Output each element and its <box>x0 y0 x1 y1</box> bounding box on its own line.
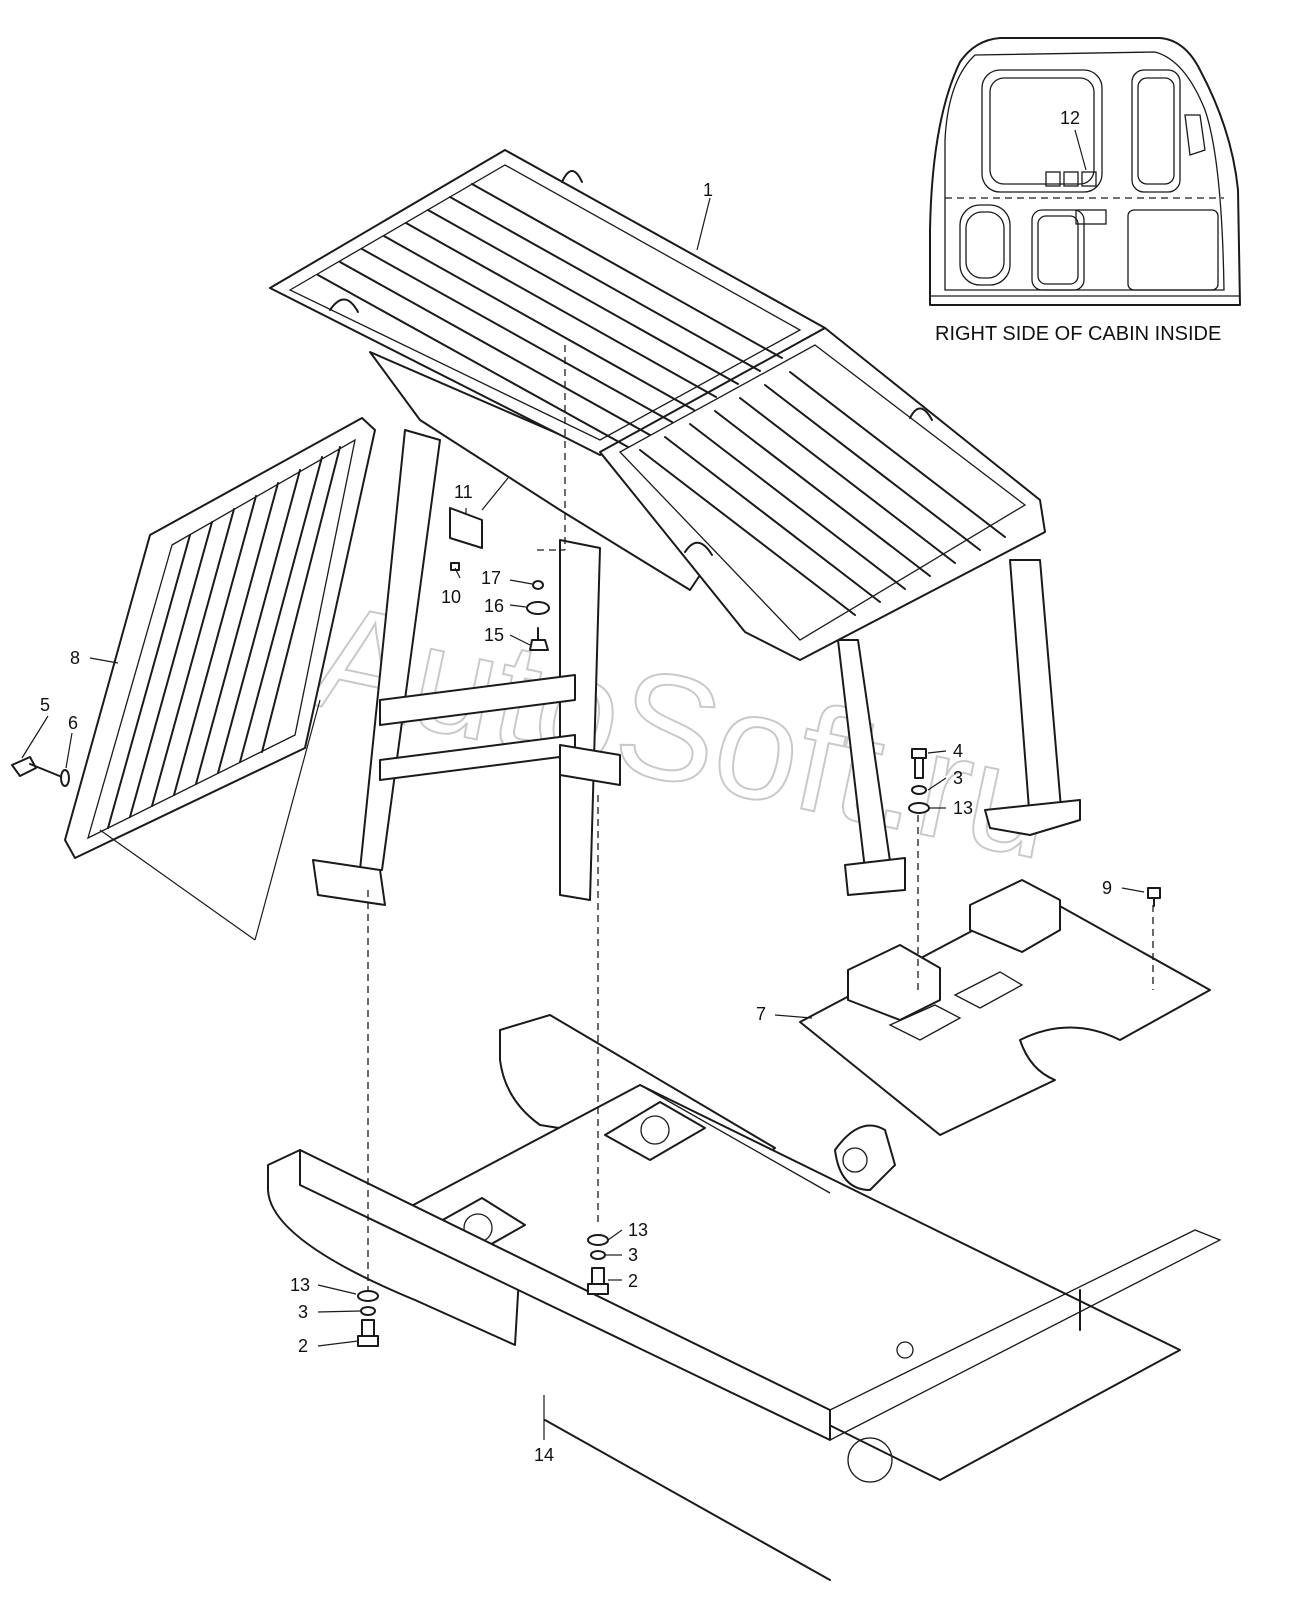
guard-structure <box>269 149 1081 906</box>
callout-15: 15 <box>484 625 504 645</box>
callout-13-right: 13 <box>953 798 973 818</box>
inset-caption: RIGHT SIDE OF CABIN INSIDE <box>935 323 1221 345</box>
callout-6: 6 <box>68 713 78 733</box>
callout-1: 1 <box>703 180 713 200</box>
callout-3-left: 3 <box>298 1302 308 1322</box>
callout-16: 16 <box>484 596 504 616</box>
callout-8: 8 <box>70 648 80 668</box>
callout-13-center: 13 <box>628 1220 648 1240</box>
cover-plate <box>449 507 483 549</box>
sub-frame <box>267 1014 1222 1581</box>
canopy-bars <box>317 183 1006 616</box>
callout-3-right: 3 <box>953 768 963 788</box>
callout-10: 10 <box>441 587 461 607</box>
callout-13-left: 13 <box>290 1275 310 1295</box>
mounting-plate <box>799 879 1211 1136</box>
leader-lines <box>21 197 1145 1440</box>
callout-5: 5 <box>40 695 50 715</box>
side-grille <box>11 417 376 941</box>
alignment-lines <box>367 345 1154 1300</box>
callout-11: 11 <box>454 482 473 502</box>
callout-12: 12 <box>1060 108 1080 128</box>
cabin-inset: 12 RIGHT SIDE OF CABIN INSIDE <box>929 37 1241 345</box>
callout-labels: 1 11 17 10 16 15 8 5 6 4 3 13 9 7 13 3 2… <box>40 180 1112 1465</box>
callout-7: 7 <box>756 1004 766 1024</box>
callout-2-center: 2 <box>628 1271 638 1291</box>
callout-9: 9 <box>1102 878 1112 898</box>
callout-14: 14 <box>534 1445 554 1465</box>
fasteners <box>357 562 1161 1347</box>
callout-17: 17 <box>481 568 501 588</box>
callout-2-left: 2 <box>298 1336 308 1356</box>
callout-4: 4 <box>953 741 963 761</box>
callout-3-center: 3 <box>628 1245 638 1265</box>
